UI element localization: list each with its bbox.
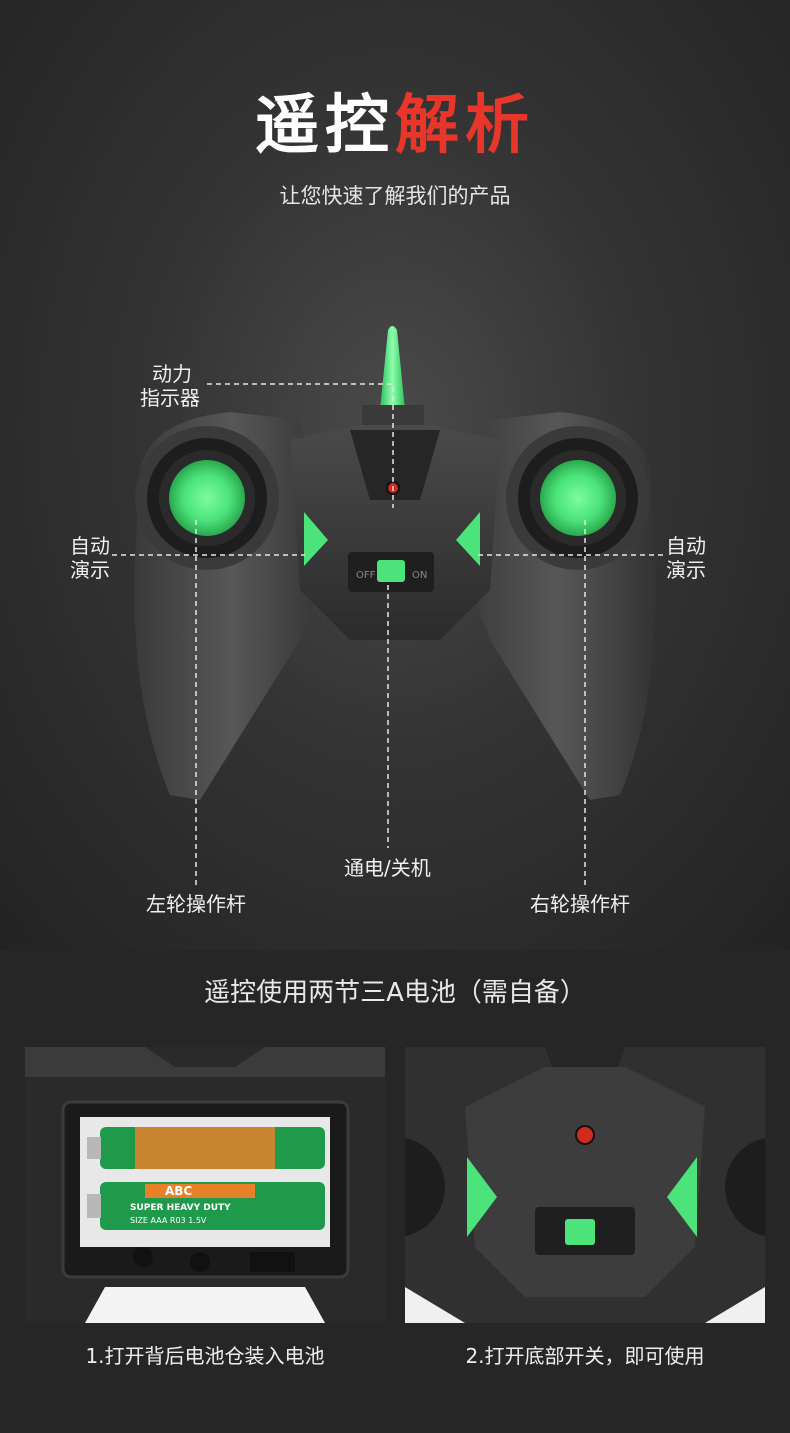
battery-heading: 遥控使用两节三A电池（需自备）	[204, 978, 586, 1008]
step-2-caption: 2.打开底部开关，即可使用	[465, 1344, 705, 1368]
page-subtitle: 让您快速了解我们的产品	[279, 184, 511, 208]
callout-right-stick: 右轮操作杆	[530, 892, 630, 916]
antenna	[380, 326, 405, 410]
left-joystick	[169, 460, 245, 536]
callout-auto-demo-right: 自动 演示	[666, 534, 706, 582]
battery-spec-label: SIZE AAA R03 1.5V	[130, 1216, 207, 1225]
title-part-red: 解析	[395, 89, 535, 163]
auto-demo-right-button	[456, 512, 480, 566]
power-switch-knob	[377, 560, 405, 582]
battery-type-label: SUPER HEAVY DUTY	[130, 1203, 231, 1213]
callout-left-stick: 左轮操作杆	[146, 892, 246, 916]
step-1-caption: 1.打开背后电池仓装入电池	[85, 1344, 325, 1368]
battery-compartment-photo: ABC SUPER HEAVY DUTY SIZE AAA R03 1.5V	[25, 1047, 385, 1323]
switch-knob-closeup	[565, 1219, 595, 1245]
callout-auto-demo-left: 自动 演示	[70, 534, 110, 582]
battery-brand-label: ABC	[165, 1184, 192, 1198]
right-joystick	[540, 460, 616, 536]
callout-power-indicator: 动力 指示器	[140, 362, 200, 410]
switch-off-label: OFF	[356, 570, 376, 581]
title-part-white: 遥控	[255, 89, 395, 163]
callout-power-switch: 通电/关机	[344, 856, 431, 880]
auto-demo-left-button	[304, 512, 328, 566]
switch-on-label: ON	[412, 570, 427, 581]
page-title: 遥控解析	[0, 88, 790, 164]
power-switch-photo	[405, 1047, 765, 1323]
power-indicator-light	[386, 481, 400, 495]
